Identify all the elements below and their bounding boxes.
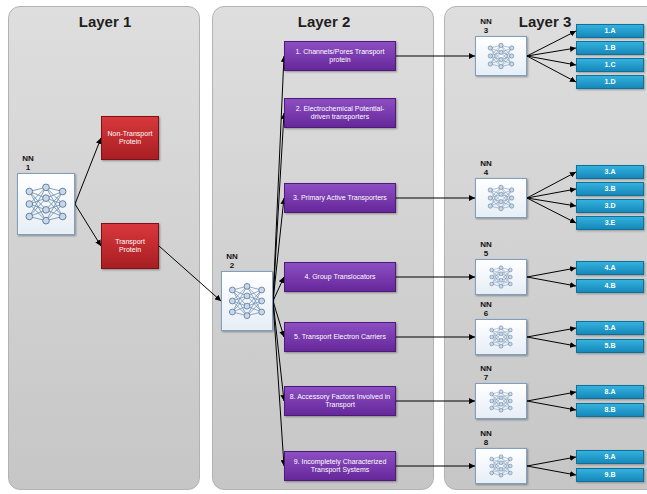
subclass-box: 1.D [576,75,644,89]
neural-net-icon [479,387,523,415]
box-label: 1. Channels/Pores Transport protein [285,48,395,65]
network-label: NN 5 [478,240,494,258]
neural-net-icon [490,455,512,477]
box-label: 5. Transport Electron Carriers [290,333,390,342]
box-label: 1.D [605,78,616,86]
subclass-box: 3.B [576,182,644,196]
transport-class-box: 4. Group Translocators [284,262,396,292]
layer-title: Layer 2 [213,13,435,30]
subclass-box: 9.B [576,468,644,482]
neural-net-icon [490,390,512,412]
connector-arrow [396,466,475,467]
subclass-box: 4.A [576,261,644,275]
neural-net-icon [488,43,514,69]
subclass-box: 8.B [576,403,644,417]
box-label: Transport Protein [102,238,158,255]
connector-arrow [396,337,475,338]
neural-net-icon [479,263,523,291]
box-label: 3.D [605,202,616,210]
subclass-box: 4.B [576,279,644,293]
neural-net-box: NN 5 [475,259,527,295]
connector-arrow [396,198,475,199]
network-label: NN 1 [20,154,36,172]
box-label: 1.B [605,44,616,52]
subclass-box: 1.A [576,24,644,38]
box-label: 5.A [605,324,616,332]
connector-arrow [396,277,475,278]
transport-class-box: 9. Incompletely Characterized Transport … [284,451,396,481]
transport-class-box: 5. Transport Electron Carriers [284,322,396,352]
layer-panel: Layer 2 NN 2 1. Channels/Pores Transport p… [212,6,434,490]
protein-class-box: Transport Protein [101,223,159,269]
neural-net-icon [488,185,514,211]
subclass-box: 8.A [576,385,644,399]
box-label: 3. Primary Active Transporters [289,194,391,203]
layer-panel: Layer 1 NN 1 Non-Transport ProteinTranspor… [8,6,200,490]
network-label: NN 6 [478,300,494,318]
connector-arrow [396,401,475,402]
box-label: 3.B [605,185,616,193]
subclass-box: 1.C [576,58,644,72]
neural-net-icon [479,452,523,480]
box-label: 2. Electrochemical Potential-driven tran… [285,105,395,122]
subclass-box: 1.B [576,41,644,55]
neural-net-icon [490,326,512,348]
neural-net-icon [225,275,269,327]
subclass-box: 3.A [576,165,644,179]
neural-net-icon [479,323,523,351]
protein-class-box: Non-Transport Protein [101,116,159,160]
layer-title: Layer 1 [9,13,201,30]
box-label: 3.E [605,219,616,227]
neural-net-box: NN 2 [221,271,273,331]
connector-arrow [396,56,475,57]
box-label: 4.B [605,282,616,290]
box-label: 9.B [605,471,616,479]
network-label: NN 2 [224,252,240,270]
box-label: 8.B [605,406,616,414]
box-label: 9. Incompletely Characterized Transport … [285,458,395,475]
neural-net-box: NN 1 [17,173,75,235]
neural-net-icon [479,182,523,214]
box-label: 1.A [605,27,616,35]
neural-net-box: NN 8 [475,448,527,484]
box-label: 9.A [605,453,616,461]
neural-net-icon [490,266,512,288]
box-label: 3.A [605,168,616,176]
box-label: 5.B [605,342,616,350]
subclass-box: 3.E [576,216,644,230]
transport-class-box: 1. Channels/Pores Transport protein [284,41,396,71]
neural-net-icon [479,40,523,72]
subclass-box: 5.A [576,321,644,335]
box-label: 1.C [605,61,616,69]
network-label: NN 7 [478,364,494,382]
neural-net-icon [229,283,264,318]
box-label: Non-Transport Protein [102,130,158,147]
network-label: NN 3 [478,17,494,35]
transport-class-box: 2. Electrochemical Potential-driven tran… [284,98,396,128]
transport-class-box: 8. Accessory Factors Involved in Transpo… [284,386,396,416]
neural-net-box: NN 3 [475,36,527,76]
subclass-box: 5.B [576,339,644,353]
subclass-box: 3.D [576,199,644,213]
box-label: 4. Group Translocators [300,273,379,282]
neural-net-icon [21,177,71,231]
neural-net-box: NN 7 [475,383,527,419]
box-label: 8. Accessory Factors Involved in Transpo… [285,393,395,410]
layer-panel: Layer 3NN 3NN 4NN 5NN 6NN 7NN 81.A1.B1.C… [444,6,647,490]
neural-net-box: NN 6 [475,319,527,355]
network-label: NN 4 [478,159,494,177]
box-label: 4.A [605,264,616,272]
neural-net-box: NN 4 [475,178,527,218]
transport-class-box: 3. Primary Active Transporters [284,183,396,213]
network-label: NN 8 [478,429,494,447]
subclass-box: 9.A [576,450,644,464]
box-label: 8.A [605,388,616,396]
neural-net-icon [26,184,66,224]
